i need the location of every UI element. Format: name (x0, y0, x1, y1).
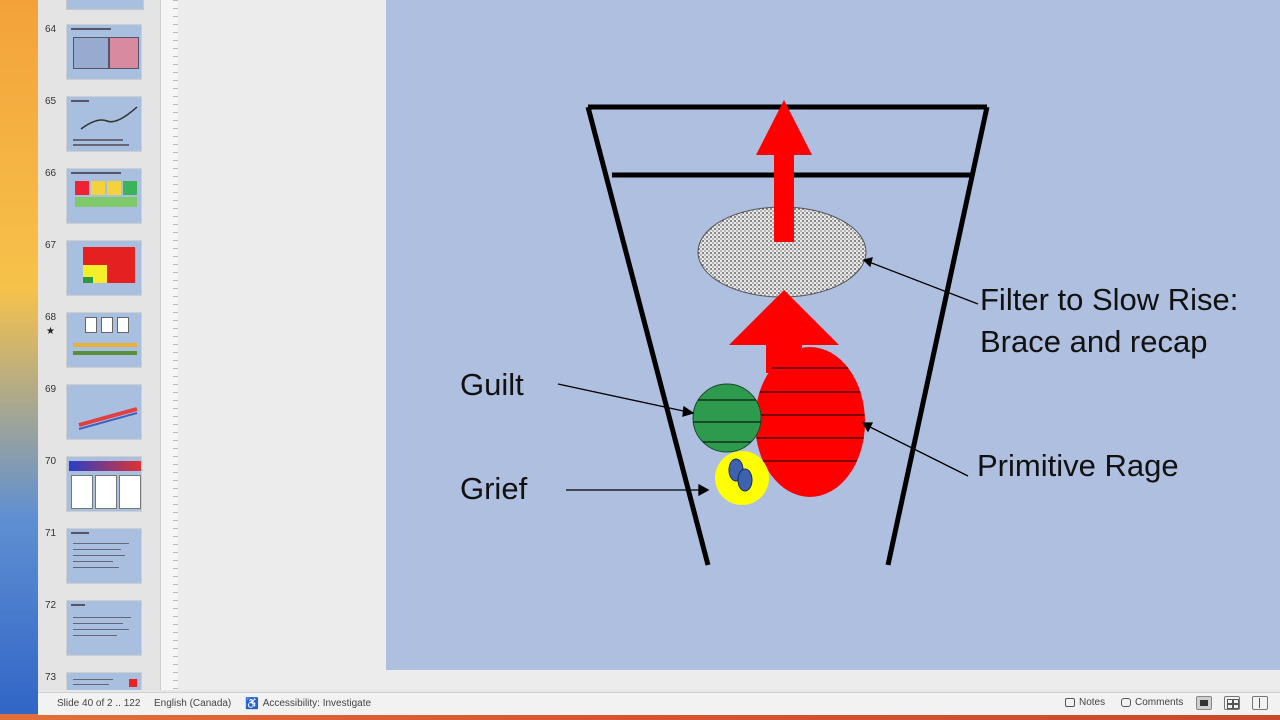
slide-thumbnail[interactable] (66, 600, 142, 656)
grief-label: Grief (460, 471, 528, 506)
rage-ellipse (755, 347, 865, 497)
notes-button[interactable]: Notes (1065, 697, 1105, 708)
slide-number: 70 (45, 456, 57, 467)
slide-number: 69 (45, 384, 57, 395)
slide-thumbnail[interactable] (66, 528, 142, 584)
rage-label: Primitive Rage (977, 448, 1179, 483)
notes-icon (1065, 698, 1075, 707)
slide-thumbnail[interactable] (66, 384, 142, 440)
filter-label-line1: Filter to Slow Rise: (980, 282, 1239, 317)
desktop-wallpaper-bottom (0, 714, 1280, 720)
slide-number: 67 (45, 240, 57, 251)
accessibility-label: Accessibility: Investigate (262, 698, 372, 709)
slide-thumbnail[interactable] (66, 24, 142, 80)
comment-icon (1121, 698, 1131, 707)
arrow-shaft-through-filter (774, 206, 794, 242)
nav-slide-73[interactable]: 73 (38, 672, 160, 690)
nav-slide-72[interactable]: 72 (38, 600, 160, 662)
notes-label: Notes (1079, 697, 1106, 708)
comments-button[interactable]: Comments (1121, 697, 1183, 708)
filter-label-line2: Brace and recap (980, 324, 1208, 359)
slide-thumbnail[interactable] (66, 240, 142, 296)
slide-navigator[interactable]: 64 65 66 67 (38, 0, 160, 690)
slide-number: 65 (45, 96, 57, 107)
nav-slide-65[interactable]: 65 (38, 96, 160, 158)
slide-counter: Slide 40 of 2 .. 122 (57, 698, 141, 709)
normal-view-button[interactable] (1196, 696, 1212, 710)
nav-slide-68[interactable]: 68 ★ (38, 312, 160, 374)
slide-thumbnail[interactable] (66, 672, 142, 690)
reading-view-icon (1259, 698, 1260, 708)
slide-thumbnail-partial[interactable] (66, 0, 144, 10)
current-slide[interactable]: Filter to Slow Rise: Brace and recap Gui… (386, 0, 1280, 670)
nav-slide-71[interactable]: 71 (38, 528, 160, 590)
guilt-label: Guilt (460, 367, 524, 402)
slide-number: 72 (45, 600, 57, 611)
vertical-ruler (160, 0, 180, 690)
slide-number: 71 (45, 528, 57, 539)
comments-label: Comments (1135, 697, 1184, 708)
status-bar: Slide 40 of 2 .. 122 English (Canada) ♿ … (38, 692, 1280, 715)
accessibility-button[interactable]: ♿ Accessibility: Investigate (245, 697, 371, 710)
nav-slide-66[interactable]: 66 (38, 168, 160, 230)
slide-number: 66 (45, 168, 57, 179)
pointer-lines (557, 257, 979, 497)
slide-sorter-button[interactable] (1224, 696, 1240, 710)
slide-thumbnail[interactable] (66, 96, 142, 152)
normal-view-icon (1200, 700, 1208, 706)
language-indicator[interactable]: English (Canada) (154, 698, 232, 709)
slide-thumbnail[interactable] (66, 312, 142, 368)
desktop-wallpaper (0, 0, 38, 720)
nav-slide-69[interactable]: 69 (38, 384, 160, 446)
grief-circle (715, 451, 769, 505)
slide-number: 68 (45, 312, 57, 323)
slide-sorter-icon (1227, 699, 1233, 704)
slide-number: 64 (45, 24, 57, 35)
slide-number: 73 (45, 672, 57, 683)
nav-slide-70[interactable]: 70 (38, 456, 160, 518)
accessibility-icon: ♿ (245, 698, 259, 710)
nav-slide-64[interactable]: 64 (38, 24, 160, 86)
star-icon: ★ (46, 326, 55, 337)
guilt-circle (692, 383, 762, 453)
slide-diagram (557, 100, 990, 566)
slide-thumbnail[interactable] (66, 168, 142, 224)
reading-view-button[interactable] (1252, 696, 1268, 710)
slide-thumbnail[interactable] (66, 456, 142, 512)
nav-slide-67[interactable]: 67 (38, 240, 160, 302)
